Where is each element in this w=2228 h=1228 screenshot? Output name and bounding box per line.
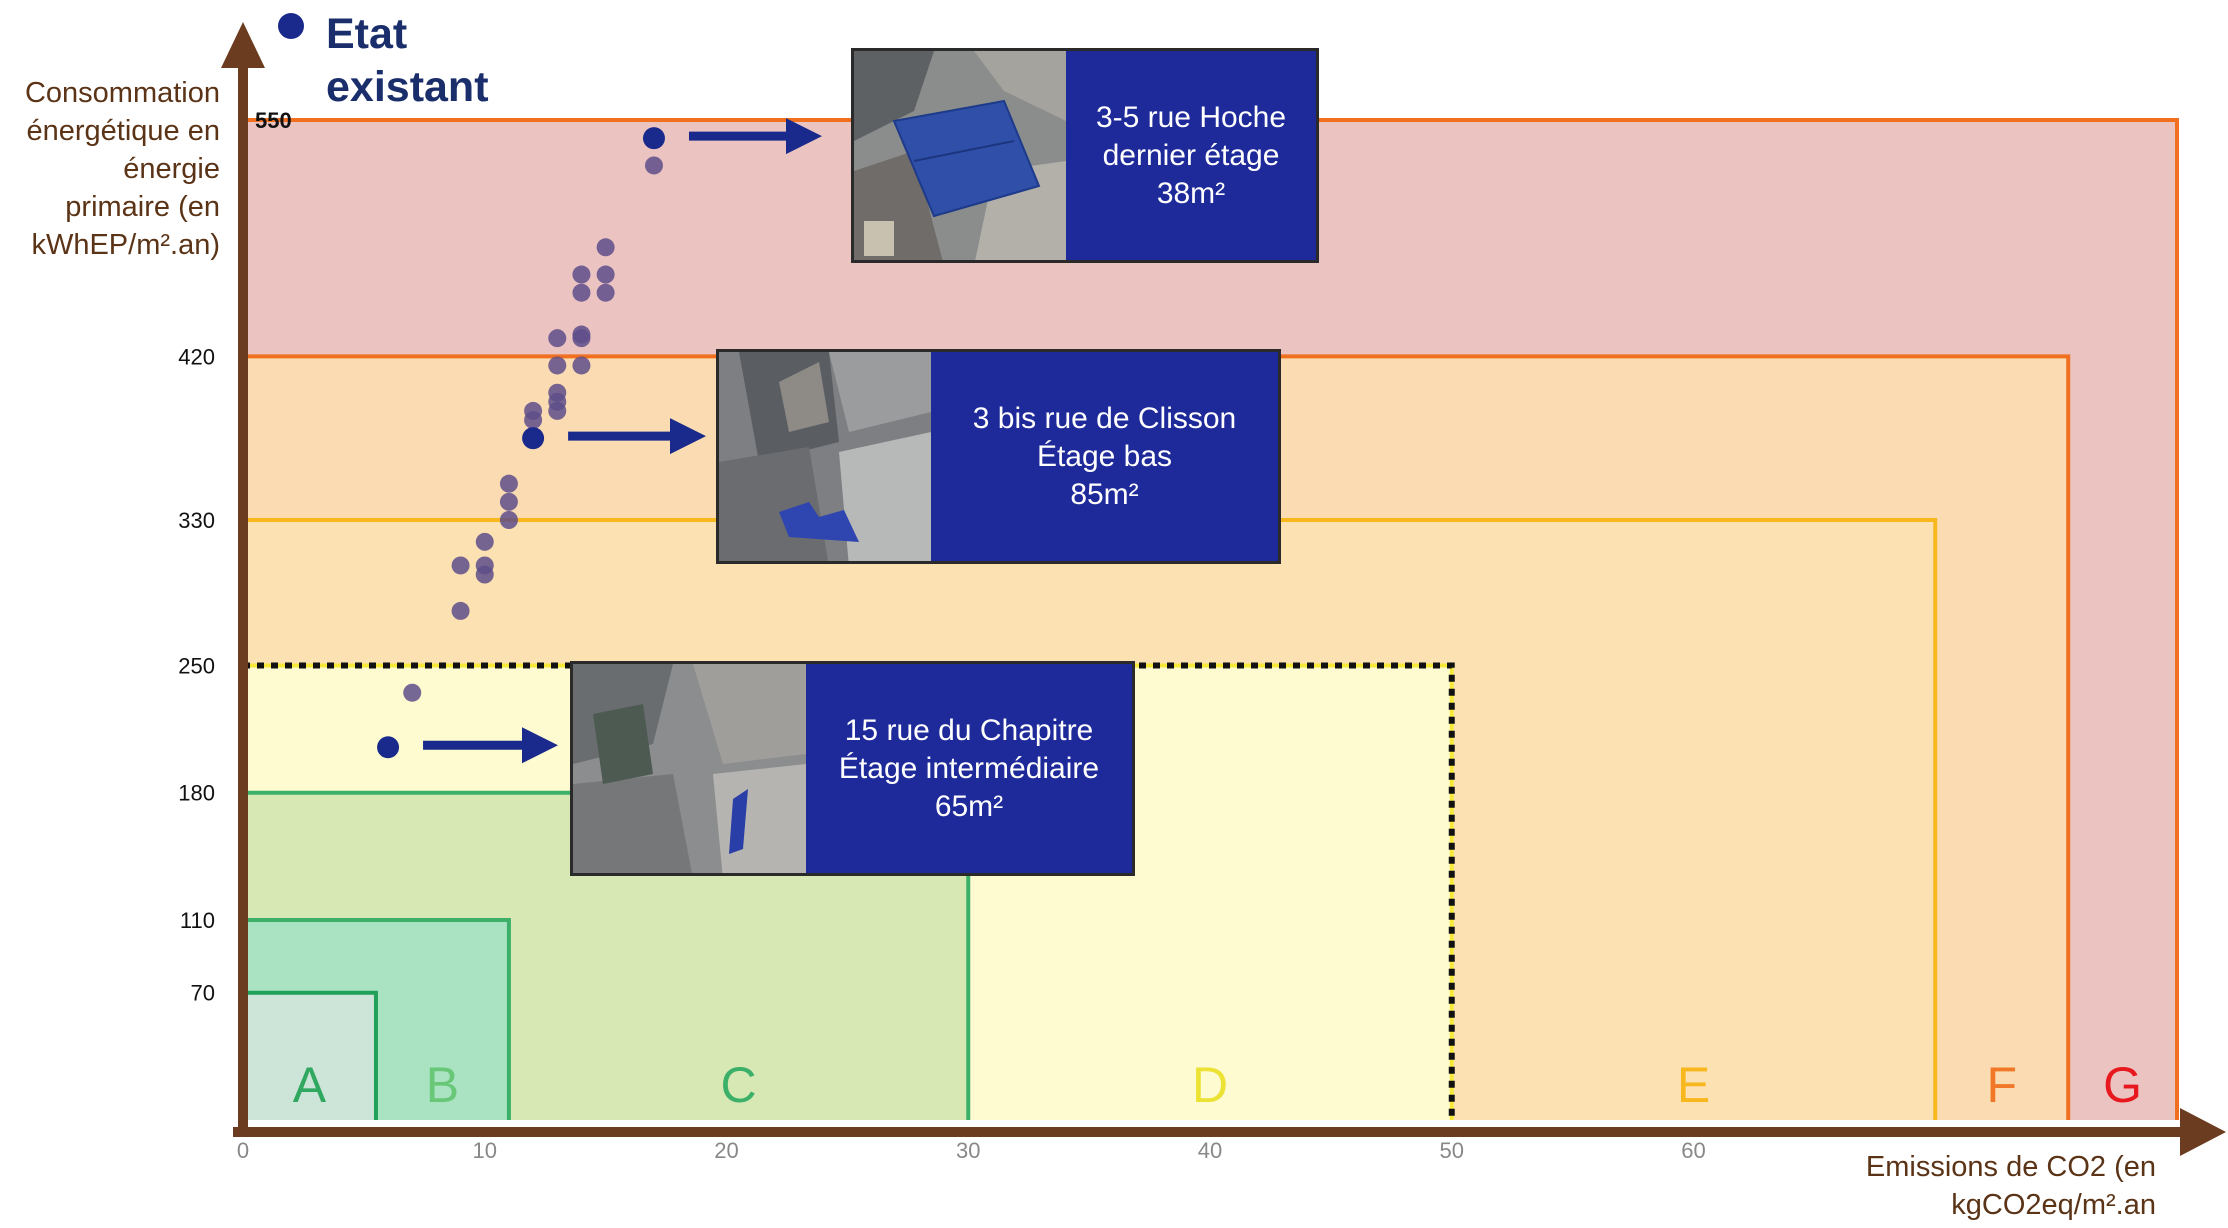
- legend-label-line: Etat: [326, 10, 408, 58]
- x-axis-arrowhead: [2180, 1108, 2226, 1156]
- arrow-head: [670, 418, 706, 455]
- data-point: [548, 329, 567, 348]
- building-card-clisson: 3 bis rue de Clisson Étage bas 85m²: [716, 349, 1281, 564]
- x-tick-label: 30: [956, 1138, 980, 1163]
- y-tick-label: 420: [178, 344, 215, 369]
- card-area: 38m²: [1156, 176, 1226, 210]
- data-point: [596, 283, 615, 302]
- data-point: [475, 556, 494, 575]
- arrow-head: [522, 727, 558, 764]
- y-axis-label-line: énergétique en: [26, 115, 221, 147]
- data-point: [572, 265, 591, 284]
- x-tick-label: 20: [714, 1138, 738, 1163]
- highlight-point: [377, 736, 400, 759]
- data-point: [548, 356, 567, 375]
- class-zone-a: [243, 992, 376, 1120]
- x-tick-label: 50: [1440, 1138, 1464, 1163]
- data-point: [596, 238, 615, 257]
- card-label: 15 rue du Chapitre Étage intermédiaire 6…: [806, 664, 1132, 873]
- legend-marker: [278, 13, 304, 39]
- card-address: 15 rue du Chapitre: [844, 713, 1094, 747]
- card-address: 3-5 rue Hoche: [1095, 100, 1287, 134]
- data-point: [644, 156, 663, 175]
- class-letter-b: B: [426, 1057, 459, 1113]
- legend-label: Etat existant: [326, 8, 586, 114]
- x-tick-label: 10: [473, 1138, 497, 1163]
- y-tick-label: 330: [178, 508, 215, 533]
- class-letter-c: C: [721, 1057, 757, 1113]
- data-point: [451, 556, 470, 575]
- highlight-point: [522, 427, 545, 450]
- aerial-photo: [573, 664, 806, 873]
- data-point: [548, 383, 567, 402]
- aerial-photo: [854, 51, 1066, 260]
- card-floor: dernier étage: [1102, 138, 1280, 172]
- data-point: [475, 532, 494, 551]
- class-letter-d: D: [1192, 1057, 1228, 1113]
- card-floor: Étage intermédiaire: [838, 751, 1100, 785]
- data-point: [524, 401, 543, 420]
- threshold-line: [243, 662, 1455, 1120]
- building-card-hoche: 3-5 rue Hoche dernier étage 38m²: [851, 48, 1319, 263]
- y-axis-label-line: énergie: [123, 153, 220, 185]
- class-letter-f: F: [1986, 1057, 2017, 1113]
- data-point: [499, 474, 518, 493]
- y-tick-label: 70: [191, 981, 215, 1006]
- y-tick-label: 180: [178, 781, 215, 806]
- y-axis-label-line: Consommation: [24, 77, 220, 109]
- card-area: 65m²: [934, 789, 1004, 823]
- data-point: [499, 511, 518, 529]
- data-point: [596, 265, 615, 284]
- data-point: [572, 325, 591, 344]
- x-tick-label: 0: [237, 1138, 249, 1163]
- data-point: [451, 601, 470, 620]
- class-letter-a: A: [293, 1057, 327, 1113]
- card-address: 3 bis rue de Clisson: [972, 401, 1237, 435]
- y-axis-label-line: kWhEP/m².an): [31, 229, 220, 261]
- y-axis-label: Consommation énergétique en énergie prim…: [0, 74, 220, 264]
- card-label: 3-5 rue Hoche dernier étage 38m²: [1066, 51, 1316, 260]
- data-point: [499, 492, 518, 511]
- x-axis-label-line: Emissions de CO2 (en: [1865, 1151, 2156, 1183]
- y-tick-label: 250: [178, 653, 215, 678]
- class-letter-e: E: [1677, 1057, 1710, 1113]
- y-axis-arrowhead: [221, 22, 265, 68]
- card-label: 3 bis rue de Clisson Étage bas 85m²: [931, 352, 1278, 561]
- class-border-b: [243, 918, 511, 1120]
- x-tick-label: 40: [1198, 1138, 1222, 1163]
- data-point: [403, 683, 422, 702]
- x-tick-label: 60: [1681, 1138, 1705, 1163]
- card-area: 85m²: [1070, 477, 1139, 511]
- class-letter-g: G: [2103, 1057, 2142, 1113]
- building-card-chapitre: 15 rue du Chapitre Étage intermédiaire 6…: [570, 661, 1135, 876]
- x-axis-label: Emissions de CO2 (en kgCO2eq/m².an: [1690, 1148, 2156, 1224]
- card-floor: Étage bas: [1036, 439, 1173, 473]
- y-tick-label: 110: [180, 908, 215, 933]
- legend-label-line: existant: [326, 63, 489, 111]
- highlight-point: [642, 127, 665, 150]
- aerial-photo: [719, 352, 931, 561]
- y-tick-label: 550: [255, 108, 292, 133]
- x-axis-label-line: kgCO2eq/m².an: [1951, 1189, 2156, 1221]
- data-point: [572, 283, 591, 302]
- data-point: [572, 356, 591, 375]
- class-border-a: [243, 990, 378, 1120]
- y-axis-label-line: primaire (en: [65, 191, 220, 223]
- arrow-head: [786, 118, 822, 155]
